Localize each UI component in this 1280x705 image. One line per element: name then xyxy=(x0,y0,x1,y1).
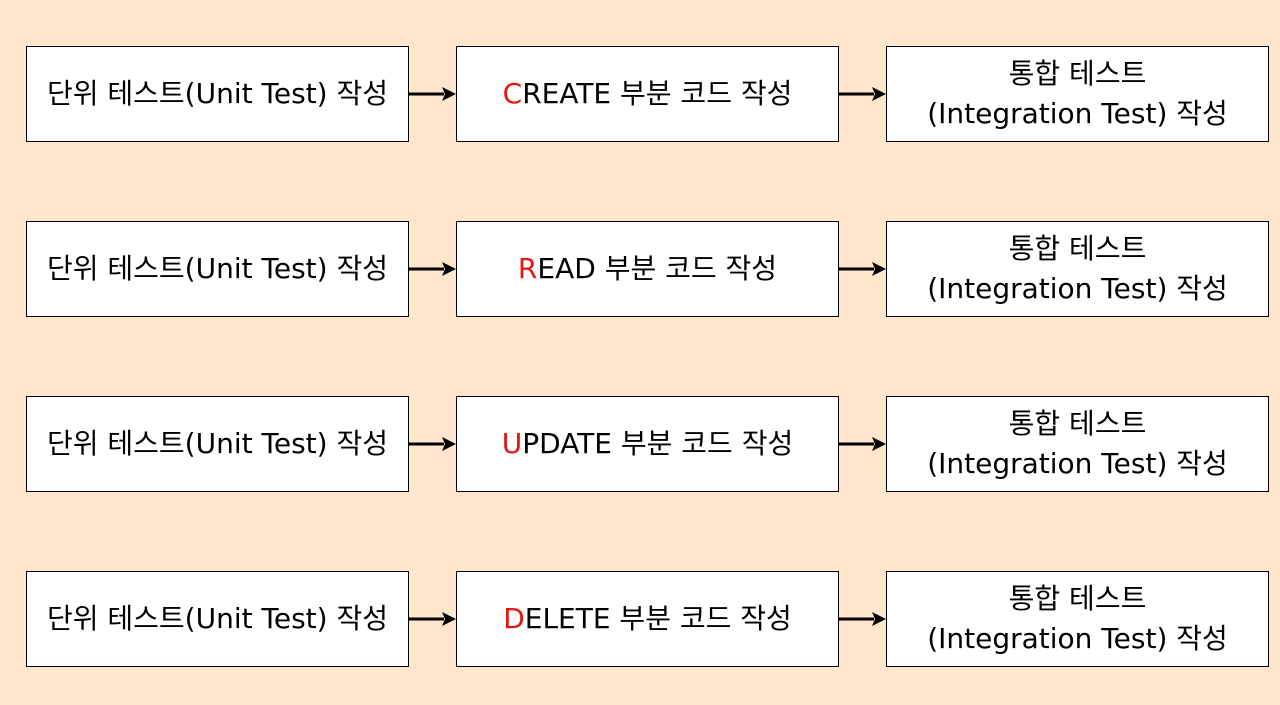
unit-test-box: 단위 테스트(Unit Test) 작성 xyxy=(26,571,409,667)
code-initial: D xyxy=(503,602,525,636)
unit-test-label: 단위 테스트(Unit Test) 작성 xyxy=(46,427,388,461)
code-initial: C xyxy=(502,77,523,111)
code-label: UPDATE 부분 코드 작성 xyxy=(502,424,794,464)
unit-test-label: 단위 테스트(Unit Test) 작성 xyxy=(46,252,388,286)
integration-test-box: 통합 테스트 (Integration Test) 작성 xyxy=(886,221,1269,317)
unit-test-box: 단위 테스트(Unit Test) 작성 xyxy=(26,396,409,492)
code-rest: REATE 부분 코드 작성 xyxy=(522,77,793,111)
integration-label-line2: (Integration Test) 작성 xyxy=(927,622,1228,655)
integration-label-line1: 통합 테스트 xyxy=(1008,232,1147,266)
code-rest: EAD 부분 코드 작성 xyxy=(537,252,778,286)
arrow-icon xyxy=(839,262,886,276)
integration-label-line1: 통합 테스트 xyxy=(1008,57,1147,91)
unit-test-label: 단위 테스트(Unit Test) 작성 xyxy=(46,77,388,111)
integration-test-box: 통합 테스트 (Integration Test) 작성 xyxy=(886,396,1269,492)
integration-test-box: 통합 테스트 (Integration Test) 작성 xyxy=(886,571,1269,667)
arrow-icon xyxy=(409,437,456,451)
arrow-icon xyxy=(409,612,456,626)
integration-test-box: 통합 테스트 (Integration Test) 작성 xyxy=(886,46,1269,142)
code-initial: U xyxy=(501,427,523,461)
integration-label-line2: (Integration Test) 작성 xyxy=(927,97,1228,130)
arrow-icon xyxy=(409,262,456,276)
unit-test-box: 단위 테스트(Unit Test) 작성 xyxy=(26,46,409,142)
code-box-delete: DELETE 부분 코드 작성 xyxy=(456,571,839,667)
code-box-update: UPDATE 부분 코드 작성 xyxy=(456,396,839,492)
code-label: DELETE 부분 코드 작성 xyxy=(503,599,792,639)
unit-test-box: 단위 테스트(Unit Test) 작성 xyxy=(26,221,409,317)
code-box-create: CREATE 부분 코드 작성 xyxy=(456,46,839,142)
integration-label-line1: 통합 테스트 xyxy=(1008,407,1147,441)
integration-label-line2: (Integration Test) 작성 xyxy=(927,272,1228,305)
integration-label-line2: (Integration Test) 작성 xyxy=(927,447,1228,480)
code-label: CREATE 부분 코드 작성 xyxy=(503,74,793,114)
arrow-icon xyxy=(839,437,886,451)
code-box-read: READ 부분 코드 작성 xyxy=(456,221,839,317)
code-rest: PDATE 부분 코드 작성 xyxy=(522,427,794,461)
arrow-icon xyxy=(409,87,456,101)
arrow-icon xyxy=(839,612,886,626)
code-rest: ELETE 부분 코드 작성 xyxy=(524,602,792,636)
code-initial: R xyxy=(517,252,538,286)
integration-label-line1: 통합 테스트 xyxy=(1008,582,1147,616)
arrow-icon xyxy=(839,87,886,101)
code-label: READ 부분 코드 작성 xyxy=(518,249,777,289)
unit-test-label: 단위 테스트(Unit Test) 작성 xyxy=(46,602,388,636)
